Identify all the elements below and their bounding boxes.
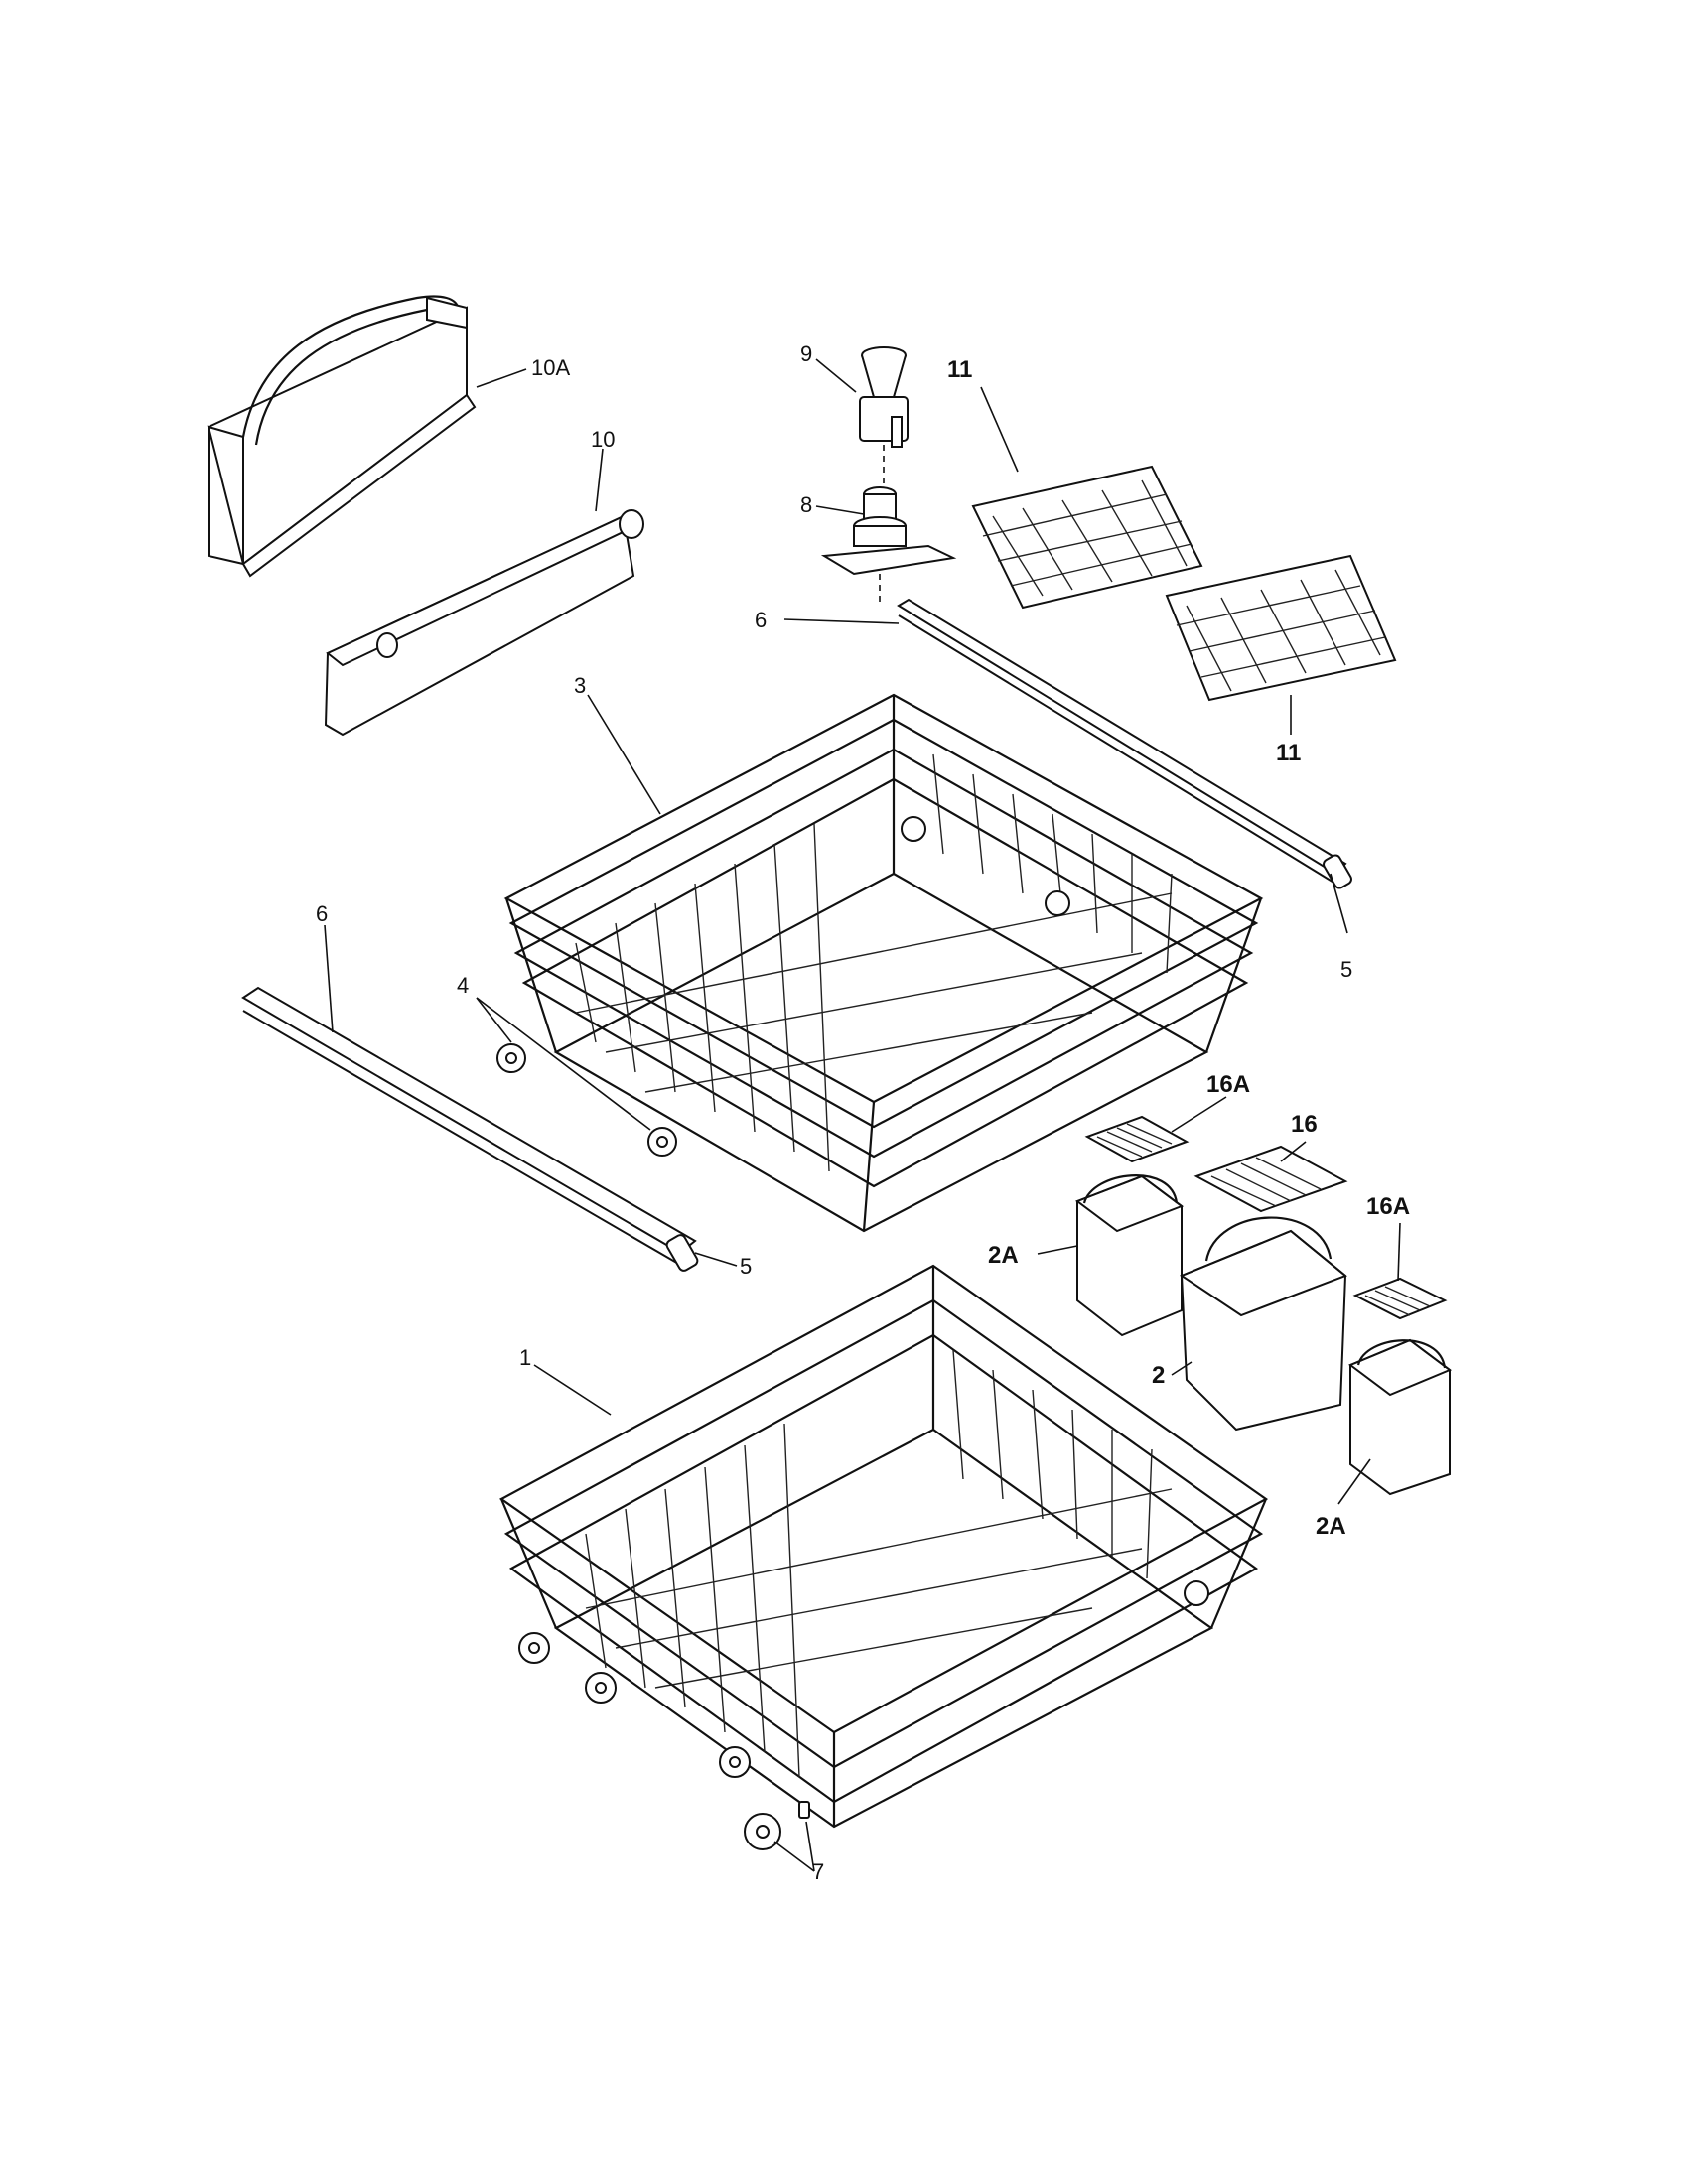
rack-rail-6-left <box>241 986 699 1272</box>
callout-3: 3 <box>574 673 586 698</box>
basket-lid-16A-left <box>1084 1115 1190 1163</box>
callout-9: 9 <box>800 341 812 366</box>
callout-5-left: 5 <box>740 1254 752 1279</box>
rack-wheel-7 <box>744 1801 815 1872</box>
leader-lines <box>324 358 1401 1505</box>
callout-8: 8 <box>800 492 812 517</box>
callout-7: 7 <box>812 1859 824 1884</box>
lower-dish-rack-1 <box>498 1264 1269 1829</box>
callout-2A-left: 2A <box>988 1242 1019 1269</box>
callout-6-right: 6 <box>755 608 767 632</box>
callout-4: 4 <box>457 973 469 998</box>
callout-2: 2 <box>1152 1362 1165 1389</box>
silverware-basket-10A <box>207 295 477 578</box>
cup-shelf-11-lower <box>1165 554 1397 702</box>
small-basket-2A-left <box>1074 1174 1185 1337</box>
callout-10A: 10A <box>531 355 570 380</box>
callout-16: 16 <box>1291 1111 1318 1138</box>
cutlery-basket-2 <box>1179 1216 1347 1432</box>
callout-11-top: 11 <box>947 356 972 383</box>
callout-16A-left: 16A <box>1206 1071 1250 1098</box>
callout-5-right: 5 <box>1340 957 1352 982</box>
callout-1: 1 <box>519 1345 531 1370</box>
cutlery-basket-10 <box>324 509 644 737</box>
small-basket-2A-right <box>1348 1338 1452 1496</box>
rack-rail-6-right <box>897 598 1352 889</box>
callout-16A-right: 16A <box>1366 1193 1410 1220</box>
basket-lid-16A-right <box>1352 1277 1448 1320</box>
callout-2A-right: 2A <box>1316 1513 1346 1540</box>
callout-6-left: 6 <box>316 901 328 926</box>
callout-11-bottom: 11 <box>1276 740 1301 766</box>
callout-labels: 10A 10 9 8 11 11 6 6 3 5 5 4 16A 16 16A … <box>316 341 1410 1884</box>
cup-shelf-11-upper <box>971 465 1203 610</box>
rack-wheels-4 <box>476 997 677 1157</box>
spray-nozzle-9 <box>859 346 909 486</box>
basket-lid-16 <box>1193 1145 1348 1213</box>
callout-10: 10 <box>591 427 615 452</box>
water-nozzle-mount-8 <box>820 486 957 604</box>
upper-dish-rack-3 <box>503 693 1264 1233</box>
